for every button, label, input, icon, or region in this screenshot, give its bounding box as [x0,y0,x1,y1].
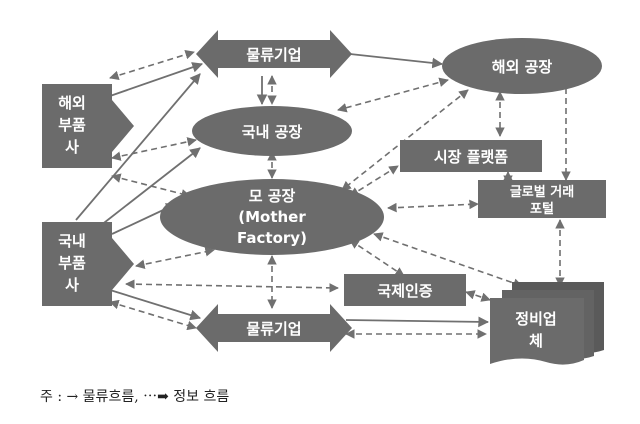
info-domestic-parts-intl-cert [125,279,339,293]
maintenance-line2: 체 [529,332,543,350]
logistics-top-label: 물류기업 [246,46,301,64]
overseas-factory-label: 해외 공장 [492,58,553,76]
node-global-portal: 글로벌 거래 포털 [478,180,606,218]
node-overseas-parts: 해외 부품 사 [42,84,134,168]
intl-cert-label: 국제인증 [377,282,432,300]
domestic-factory-label: 국내 공장 [242,123,303,141]
flow-top-logistics-to-overseas-factory [349,53,444,69]
legend-caption: 주 : → 물류흐름, ⋯➡ 정보 흐름 [40,389,230,405]
info-overseas-factory-domestic-factory [337,77,449,113]
information-flow-arrows [109,49,571,339]
maintenance-line1: 정비업 [515,310,556,328]
market-platform-label: 시장 플랫폼 [434,148,508,166]
info-overseas-parts-top-logistics [109,49,195,81]
node-intl-cert: 국제인증 [344,274,466,306]
info-mother-factory-market-platform [349,165,399,197]
overseas-parts-line1: 해외 [58,94,86,112]
node-market-platform: 시장 플랫폼 [400,140,542,172]
domestic-parts-line3: 사 [65,276,79,294]
overseas-parts-line2: 부품 [58,116,86,134]
domestic-parts-line1: 국내 [58,232,86,250]
node-maintenance: 정비업 체 [490,282,604,365]
info-overseas-parts-domestic-factory [111,137,197,161]
overseas-parts-line3: 사 [65,138,79,156]
logistics-bottom-label: 물류기업 [246,320,301,338]
info-mother-factory-maintenance [373,232,523,288]
flow-bottom-logistics-to-maintenance [345,316,490,328]
info-mother-factory-intl-cert [349,239,405,277]
info-mother-factory-global-portal [387,199,479,213]
global-portal-line2: 포털 [530,201,554,217]
mother-factory-line1: 모 공장 [249,187,296,205]
node-logistics-bottom: 물류기업 [196,304,352,352]
info-domestic-parts-mother-factory [135,247,215,269]
info-overseas-parts-mother-factory [111,173,191,199]
info-domestic-parts-bottom-logistics [109,299,197,331]
node-overseas-factory: 해외 공장 [442,38,602,94]
node-domestic-factory: 국내 공장 [192,106,352,156]
global-portal-line1: 글로벌 거래 [510,185,574,200]
domestic-parts-line2: 부품 [58,254,86,272]
node-domestic-parts: 국내 부품 사 [42,222,134,306]
mother-factory-line2: (Mother [238,208,306,226]
flow-overseas-parts-to-top-logistics [109,62,204,97]
info-intl-cert-maintenance [465,290,491,302]
mother-factory-line3: Factory) [237,229,307,247]
node-mother-factory: 모 공장 (Mother Factory) [160,179,384,255]
node-logistics-top: 물류기업 [196,30,352,78]
flow-domestic-parts-to-bottom-logistics [109,289,202,321]
